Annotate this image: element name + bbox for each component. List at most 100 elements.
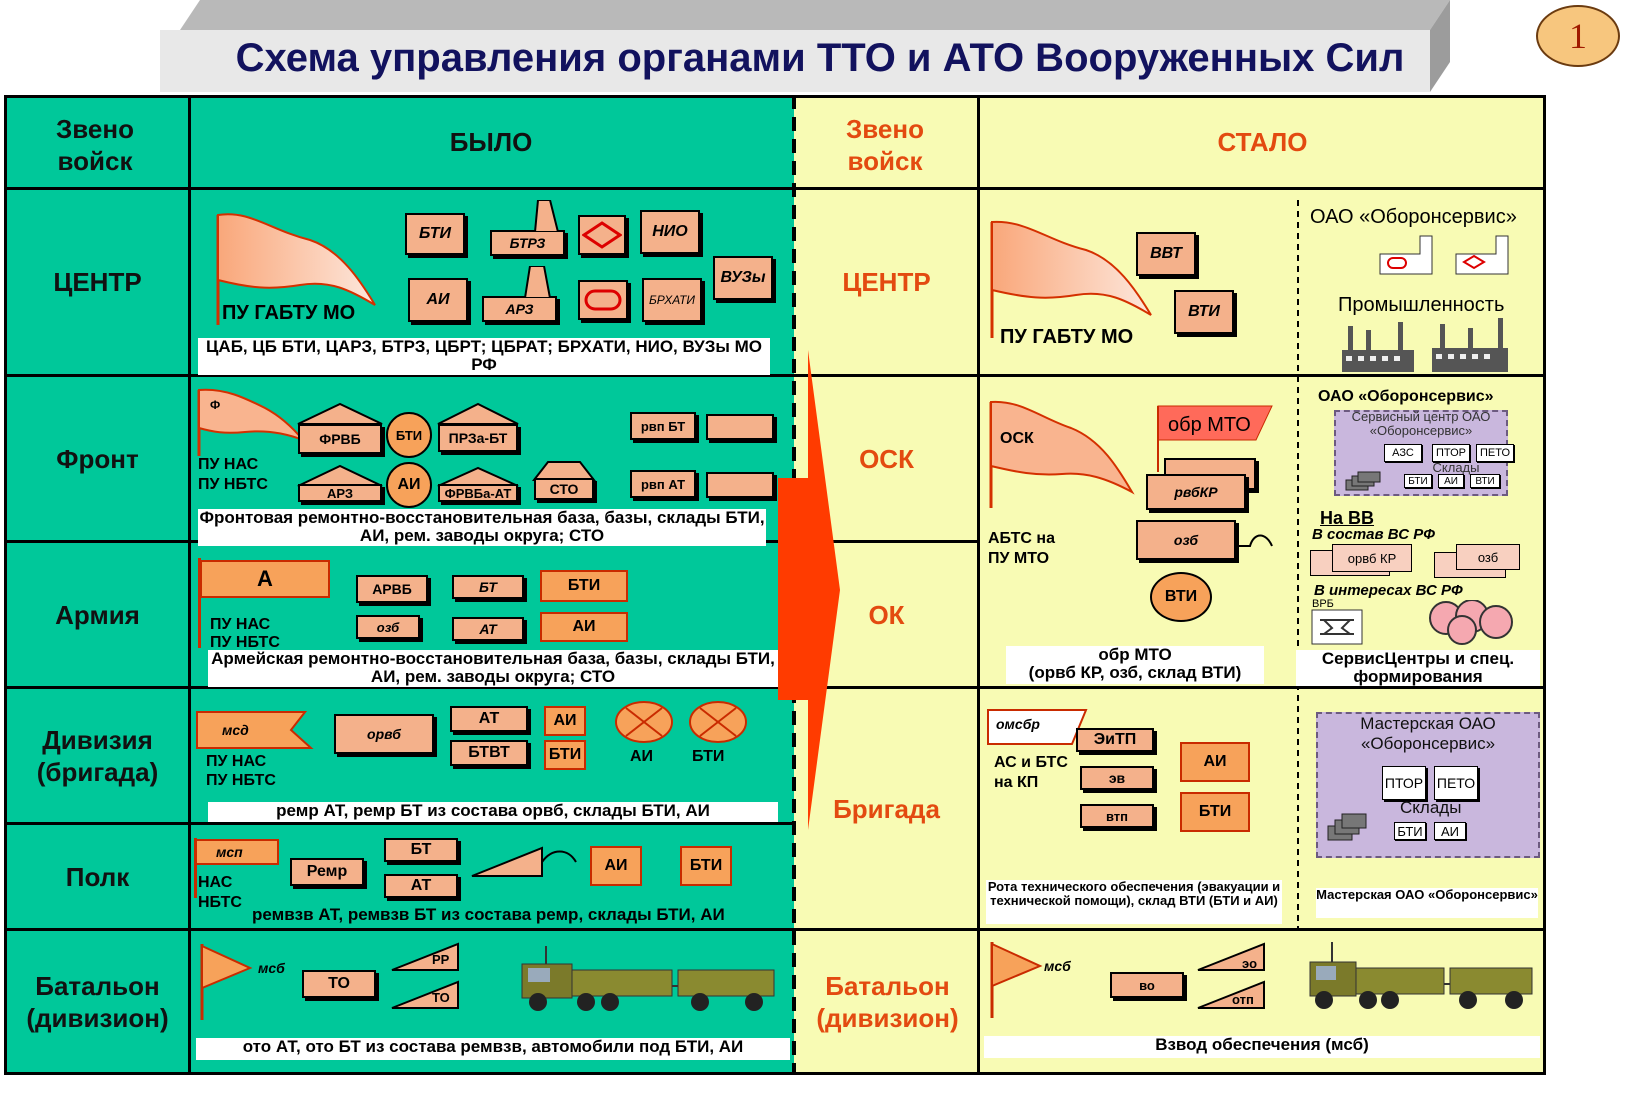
row-label-center: ЦЕНТР <box>53 267 142 297</box>
unit-bti-regiment: БТИ <box>680 846 732 886</box>
front-pu-nas: ПУ НАС <box>198 456 259 473</box>
omsbr-label: омсбр <box>996 716 1040 732</box>
unit-bt-regiment: БТ <box>384 838 458 862</box>
header-zveno-left: Звено войск <box>56 114 134 176</box>
flag-obr-mto <box>1157 405 1273 472</box>
caption-bylo-army: Армейская ремонтно-восстановительная баз… <box>208 650 778 687</box>
row-line-l2 <box>4 374 794 377</box>
row-label-regiment: Полк <box>65 861 130 892</box>
flag-osk <box>989 400 1135 508</box>
na-vv-label: На ВВ <box>1320 508 1375 528</box>
unit-vtp: втп <box>1080 804 1154 828</box>
caption-bylo-battalion: ото АТ, ото БТ из состава ремвзв, автомо… <box>196 1038 790 1060</box>
label-otp: отп <box>1232 992 1254 1007</box>
caption-bylo-front: Фронтовая ремонтно-восстановительная баз… <box>198 508 766 546</box>
unit-rvp-at-trailer <box>706 472 774 498</box>
flag-msb-right <box>990 942 1043 1018</box>
row-label-r-center: ЦЕНТР <box>842 267 931 297</box>
unit-bti-center: БТИ <box>405 213 465 255</box>
flag-msd <box>196 711 314 749</box>
header-zveno-right: Звено войск <box>846 114 924 176</box>
industry-plant-2 <box>1432 318 1508 372</box>
row-label-army: Армия <box>55 599 140 630</box>
unit-ai-regiment: АИ <box>590 846 642 886</box>
col-divider-1 <box>188 95 191 1075</box>
row-label-division: Дивизия (бригада) <box>36 724 159 787</box>
header-stalo: СТАЛО <box>1217 127 1308 157</box>
row-label-r-osk: ОСК <box>859 443 914 474</box>
msd-label: мсд <box>222 722 249 738</box>
ramp-rr <box>391 942 459 971</box>
v-sostav-label: В состав ВС РФ <box>1312 526 1435 543</box>
front-flag-mark: Ф <box>210 398 221 412</box>
regiment-nas: НАС <box>198 874 233 891</box>
msb-label-left: мсб <box>258 960 285 976</box>
unit-arvb: АРВБ <box>356 575 428 603</box>
sc-sklady-label: Склады <box>1432 460 1480 475</box>
unit-ai-division: АИ <box>544 706 586 736</box>
label-rr: РР <box>432 952 450 967</box>
sc-sklad-ai: АИ <box>1438 474 1464 488</box>
row-label-r-brigade: Бригада <box>833 793 940 824</box>
vrb-label: ВРБ <box>1312 598 1334 610</box>
service-center-title: Сервисный центр ОАО «Оборонсервис» <box>1351 409 1491 438</box>
row-line-r3 <box>794 540 979 543</box>
special-formation-icon <box>1429 600 1513 645</box>
truck-left <box>521 946 775 1011</box>
unit-bti-army: БТИ <box>540 570 628 602</box>
division-pu-nas: ПУ НАС <box>206 753 267 770</box>
msp-label: мсп <box>216 844 243 860</box>
row-line-r1 <box>794 187 1546 190</box>
unit-rvp-bt-trailer <box>706 414 774 440</box>
vrb-icon <box>1311 609 1363 645</box>
abts-line-1: АБТС на <box>988 530 1055 547</box>
oboron-center-title: ОАО «Оборонсервис» <box>1310 206 1517 228</box>
ramp-otp <box>1197 980 1265 1009</box>
unit-bti-division: БТИ <box>544 740 586 770</box>
gabtu-label-left: ПУ ГАБТУ МО <box>222 302 356 324</box>
caption-bylo-division: ремр АТ, ремр БТ из состава орвб, склады… <box>208 802 778 822</box>
caption-obr-mto-sub: (орвб КР, озб, склад ВТИ) <box>1028 663 1242 682</box>
unit-at-division: АТ <box>450 706 528 732</box>
row-line-r2 <box>794 374 1546 377</box>
caption-workshop: Мастерская ОАО «Оборонсервис» <box>1316 888 1538 918</box>
army-flag-pole <box>198 558 201 648</box>
unit-brhati-center: БРХАТИ <box>642 278 702 322</box>
unit-ozb-right: озб <box>1136 520 1236 560</box>
ramp-eo <box>1197 942 1265 971</box>
unit-nio-center: НИО <box>640 210 700 254</box>
unit-vti-center: ВТИ <box>1174 290 1234 334</box>
outer-border-top <box>4 95 1546 98</box>
icon-depot-ai-division <box>615 701 673 743</box>
unit-eitp: ЭиТП <box>1076 728 1154 752</box>
caption-obr-mto-title: обр МТО <box>1098 645 1172 664</box>
caption-rota: Рота технического обеспечения (эвакуации… <box>986 880 1282 924</box>
arz-chimney <box>523 266 552 298</box>
unit-ai-army: АИ <box>540 612 628 642</box>
unit-frvb: ФРВБ <box>298 424 382 454</box>
outer-border-bottom <box>4 1072 1546 1075</box>
unit-ozb-army: озб <box>356 615 420 639</box>
unit-vvt-center: ВВТ <box>1136 232 1196 276</box>
label-eo: эо <box>1242 956 1258 971</box>
v-interesah-label: В интересах ВС РФ <box>1314 582 1463 599</box>
unit-diamond-center <box>578 215 626 255</box>
abts-line-2: ПУ МТО <box>988 550 1050 567</box>
unit-arz-center: АРЗ <box>482 296 557 322</box>
msp-pole <box>194 838 197 898</box>
ozb-hook <box>1238 534 1273 547</box>
unit-prza-bt: ПРЗа-БТ <box>438 424 518 452</box>
unit-btvt: БТВТ <box>450 740 528 766</box>
workshop-title: Мастерская ОАО «Оборонсервис» <box>1360 714 1496 753</box>
roof-prza <box>437 402 519 425</box>
workshop-sklad-bti: БТИ <box>1394 822 1426 840</box>
unit-at-regiment: АТ <box>384 874 458 898</box>
workshop-pallets-icon <box>1327 813 1367 841</box>
unit-bt-army: БТ <box>452 575 524 599</box>
sc-box-peto: ПЕТО <box>1476 444 1514 462</box>
unit-bti-brigade: БТИ <box>1180 792 1250 832</box>
caption-bylo-regiment: ремвзв АТ, ремвзв БТ из состава ремр, ск… <box>252 905 725 924</box>
row-line-l5 <box>4 822 794 825</box>
outer-border-left <box>4 95 7 1075</box>
unit-orvb: орвб <box>334 714 434 754</box>
